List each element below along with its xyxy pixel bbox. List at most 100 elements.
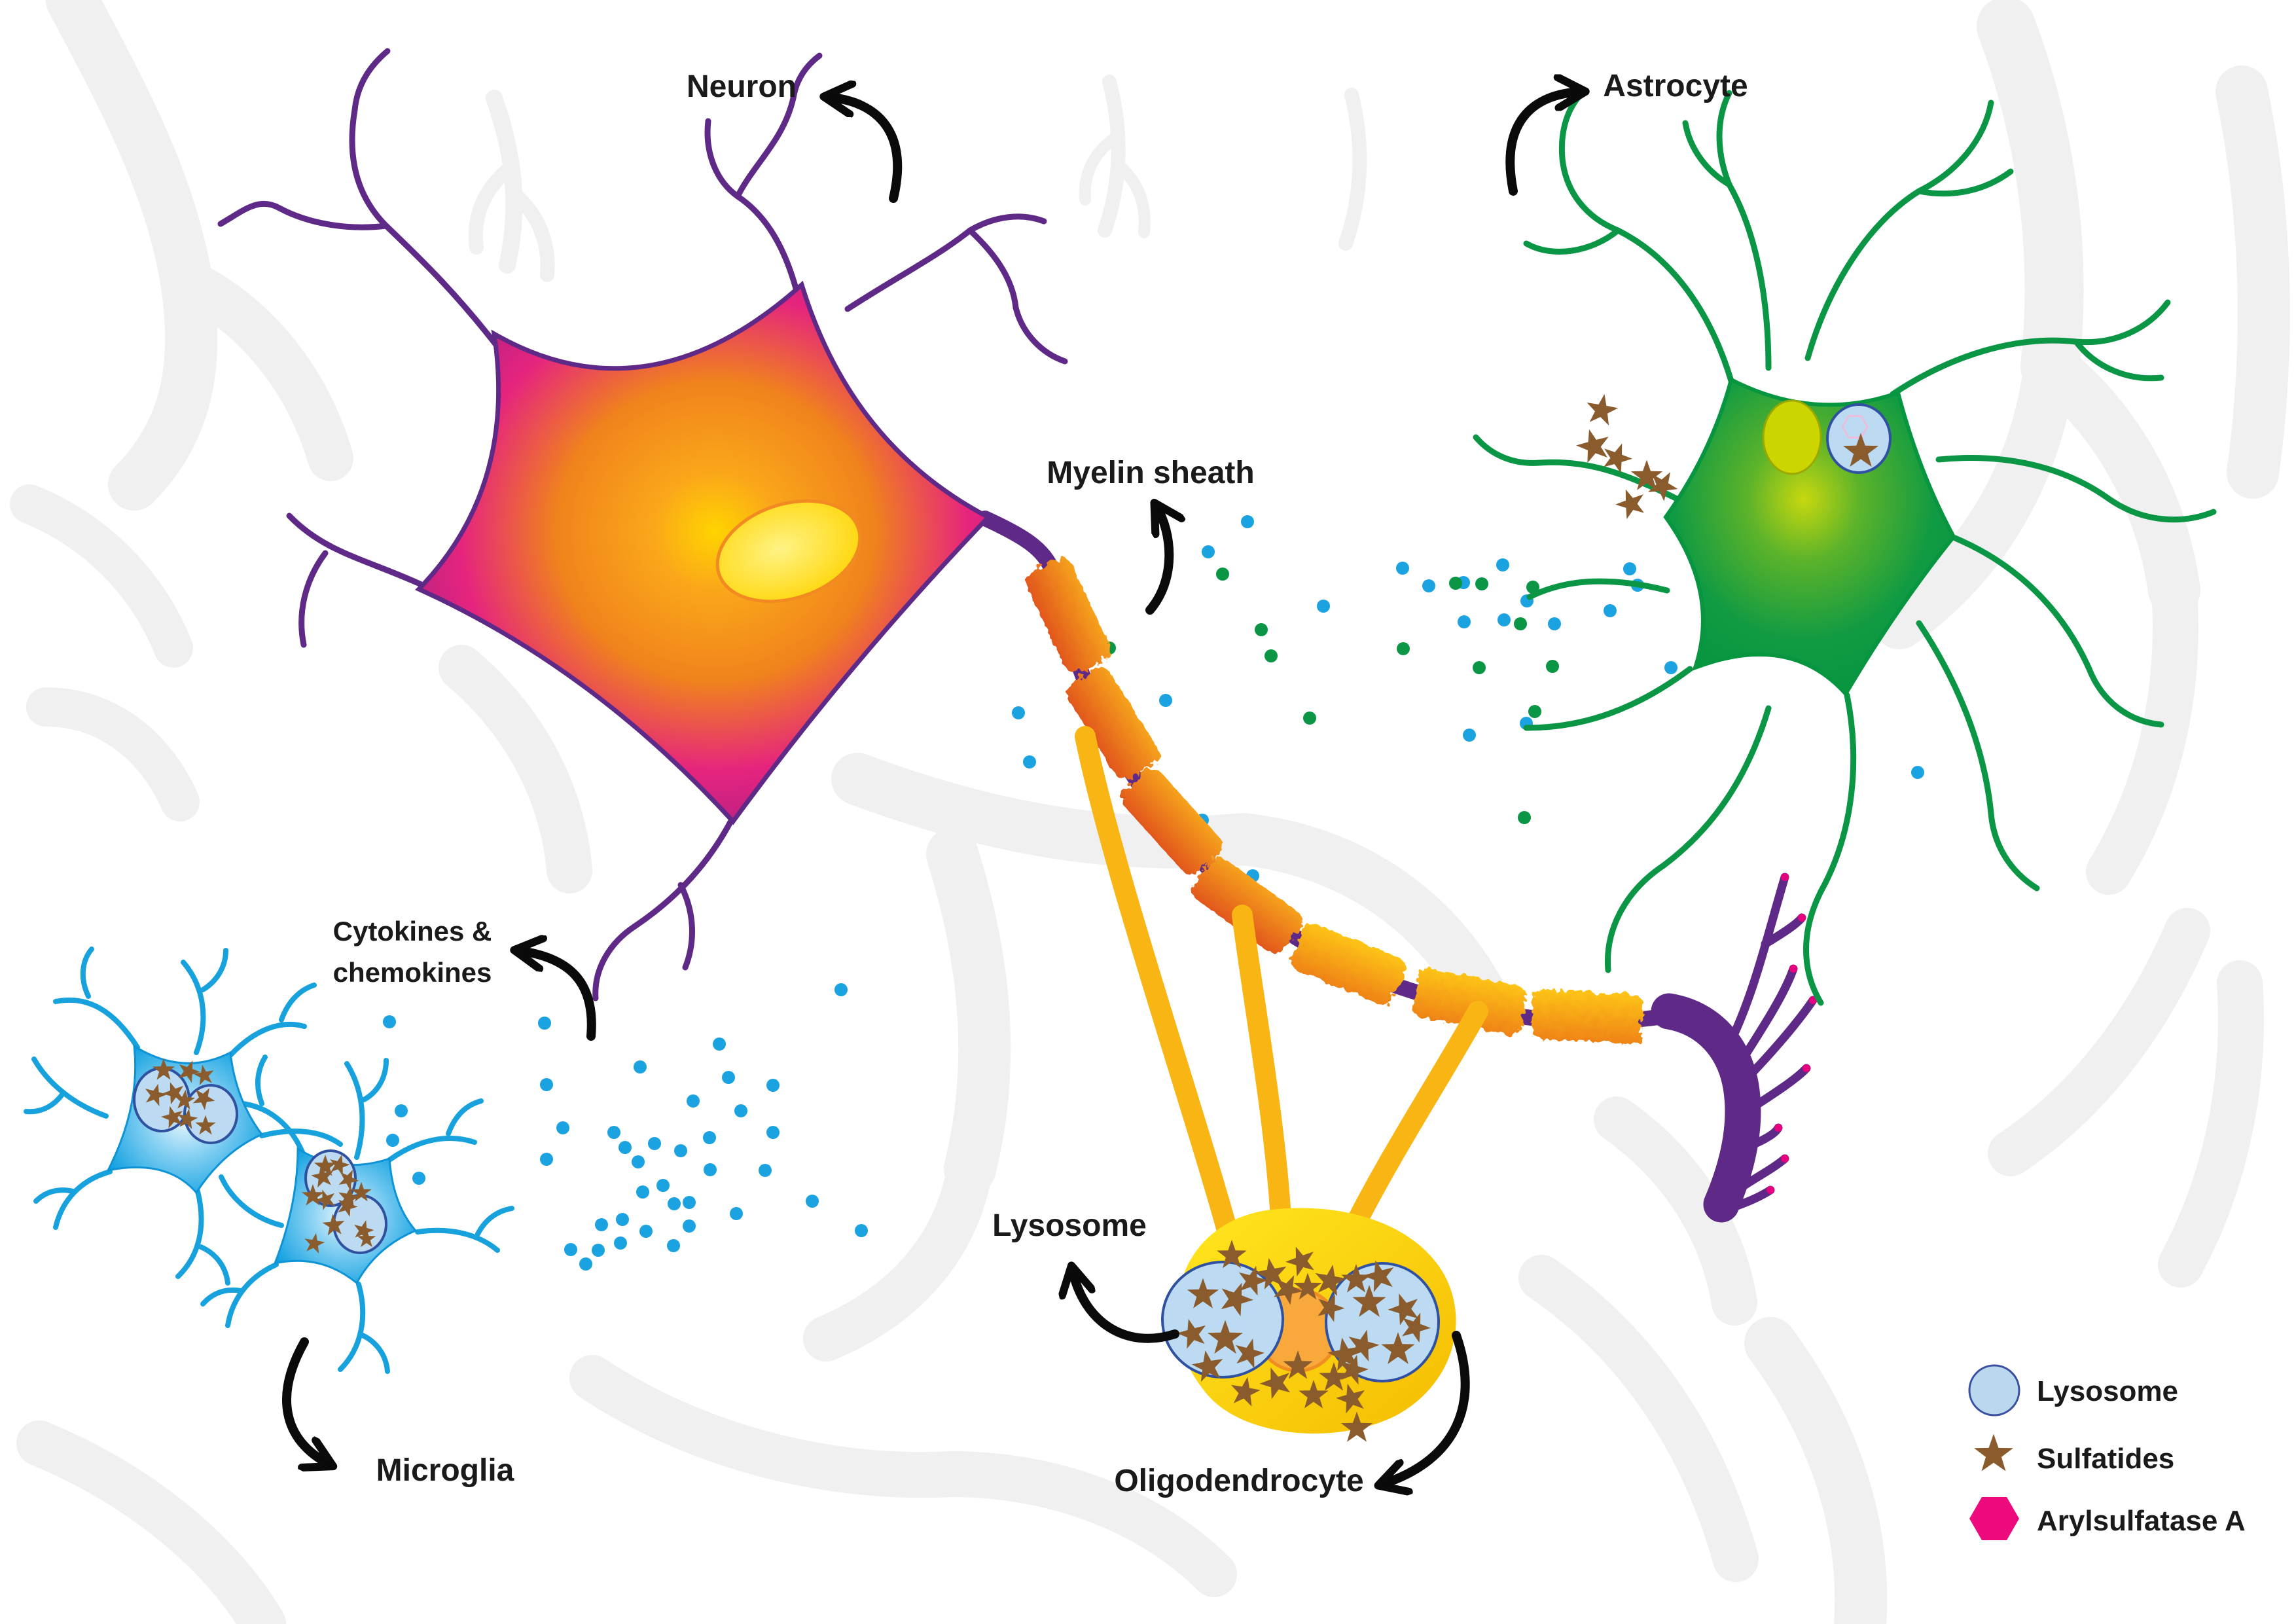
signal-dot [1216, 568, 1229, 581]
cytokine-dot [1159, 694, 1172, 707]
cytokine-dot [386, 1134, 399, 1147]
cytokine-dot [540, 1078, 553, 1091]
sulfatide-star [1583, 391, 1621, 427]
oligodendrocyte-cell [1075, 726, 1488, 1442]
cytokine-dot [648, 1137, 661, 1150]
signal-dot [1265, 649, 1278, 662]
green-dot-field [1103, 568, 1559, 824]
cytokine-dot [1498, 613, 1511, 626]
signal-dot [1475, 577, 1488, 590]
axon-terminal [1651, 873, 1818, 1223]
oligodendrocyte-arrow [1381, 1331, 1470, 1485]
cytokine-dot [766, 1079, 780, 1092]
lysosome-label: Lysosome [992, 1208, 1147, 1243]
cytokine-dot [1463, 729, 1476, 742]
cytokine-dot [636, 1185, 649, 1199]
cytokine-dot [632, 1155, 645, 1168]
oligodendrocyte-label: Oligodendrocyte [1114, 1464, 1363, 1498]
cytokine-dot [1623, 562, 1636, 575]
cytokine-dot [616, 1213, 629, 1226]
cytokine-dot [1422, 579, 1435, 592]
signal-dot [1518, 811, 1531, 824]
legend-lysosome-swatch [1968, 1364, 2020, 1416]
sulfatide-star [1573, 425, 1614, 465]
cytokine-dot [1023, 755, 1036, 768]
annotation-arrows [282, 92, 1583, 1485]
oligodendrocyte-processes [1075, 726, 1488, 1248]
neuron-arrow [827, 97, 903, 203]
cytokine-dot [383, 1015, 396, 1028]
cytokine-dot [1496, 558, 1509, 571]
astrocyte-branches [1473, 90, 2217, 1006]
cytokine-dot [668, 1197, 681, 1210]
legend-arylsulfatase-swatch [1969, 1497, 2019, 1540]
legend-sulfatide-swatch [1974, 1434, 2013, 1471]
cytokine-dot [538, 1017, 551, 1030]
cytokine-dot [687, 1094, 700, 1108]
cytokine-dot [704, 1163, 717, 1176]
cytokine-dot [1458, 615, 1471, 628]
cytokine-dot [730, 1207, 743, 1220]
cytokine-dot [656, 1179, 670, 1192]
astrocyte-label: Astrocyte [1603, 69, 1748, 103]
neuron-label: Neuron [687, 69, 797, 104]
legend-lysosome-label: Lysosome [2037, 1375, 2178, 1407]
microglia-arrow [282, 1337, 331, 1465]
signal-dot [1397, 642, 1410, 655]
microglia-branches [24, 947, 514, 1374]
cytokine-dot [1664, 661, 1677, 674]
astrocyte-arrow [1505, 92, 1583, 196]
lysosome-vesicle [1161, 1261, 1284, 1379]
cytokine-dot [855, 1224, 868, 1237]
cytokine-dot [713, 1038, 726, 1051]
cytokine-dot [703, 1131, 716, 1144]
cytokine-dot [579, 1257, 592, 1271]
lysosome-arrow [1072, 1269, 1179, 1343]
background-neuron-silhouettes [10, 0, 2290, 1624]
cytokine-dot [619, 1141, 632, 1154]
microglia-cells [24, 947, 514, 1374]
cytokine-dot-field [383, 515, 1924, 1271]
cytokine-dot [634, 1060, 647, 1074]
cytokine-dot [564, 1243, 577, 1256]
cytokine-dot [540, 1153, 553, 1166]
neuron-soma [415, 280, 992, 825]
cytokine-dot [683, 1219, 696, 1233]
myelin-sheath-segments [1026, 558, 1643, 1044]
cytokine-dot [766, 1126, 780, 1139]
signal-dot [1303, 712, 1316, 725]
signal-dot [1546, 660, 1559, 673]
cytokine-dot [614, 1236, 627, 1250]
astrocyte-lysosomes [1826, 403, 1892, 474]
cytokine-dot [1012, 706, 1025, 719]
cytokine-dot [722, 1071, 735, 1084]
cytokines-arrow [517, 950, 596, 1041]
signal-dot [1449, 577, 1462, 590]
diagram-labels: Neuron Astrocyte Myelin sheath Cytokines… [333, 69, 1748, 1498]
cytokines-label-line1: Cytokines & [333, 916, 492, 947]
cytokine-dot [395, 1104, 408, 1117]
sulfatide-star [1611, 484, 1650, 522]
cytokine-dot [1396, 562, 1409, 575]
cytokine-dot [674, 1144, 687, 1157]
lysosome-vesicle [183, 1084, 238, 1144]
signal-dot [1528, 705, 1541, 718]
cytokine-dot [595, 1218, 608, 1231]
myelin-arrow [1145, 505, 1169, 615]
cytokine-dot [556, 1121, 569, 1134]
cytokine-dot [412, 1172, 425, 1185]
cytokines-label-line2: chemokines [333, 957, 492, 988]
cytokine-dot [806, 1195, 819, 1208]
cytokine-dot [734, 1104, 747, 1117]
signal-dot [1526, 581, 1539, 594]
legend-arylsulfatase-label: Arylsulfatase A [2037, 1505, 2246, 1537]
legend-sulfatide-label: Sulfatides [2037, 1443, 2174, 1475]
legend: Lysosome Sulfatides Arylsulfatase A [1968, 1364, 2246, 1540]
cytokine-dot [834, 983, 848, 996]
cytokine-dot [1241, 515, 1254, 528]
cytokine-dot [667, 1239, 680, 1252]
cytokine-dot [1604, 604, 1617, 617]
cytokine-dot [1202, 545, 1215, 558]
cytokine-dot [592, 1244, 605, 1257]
cytokine-dot [607, 1126, 620, 1139]
